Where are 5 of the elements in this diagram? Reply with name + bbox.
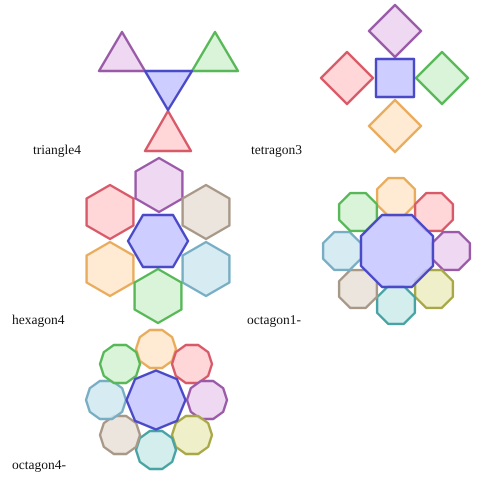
- figure-caption: octagon1-: [247, 312, 301, 328]
- figure-caption: triangle4: [33, 142, 81, 158]
- figure-caption: hexagon4: [12, 312, 64, 328]
- figure-caption: tetragon3: [251, 142, 302, 158]
- figure-caption: octagon4-: [12, 457, 66, 473]
